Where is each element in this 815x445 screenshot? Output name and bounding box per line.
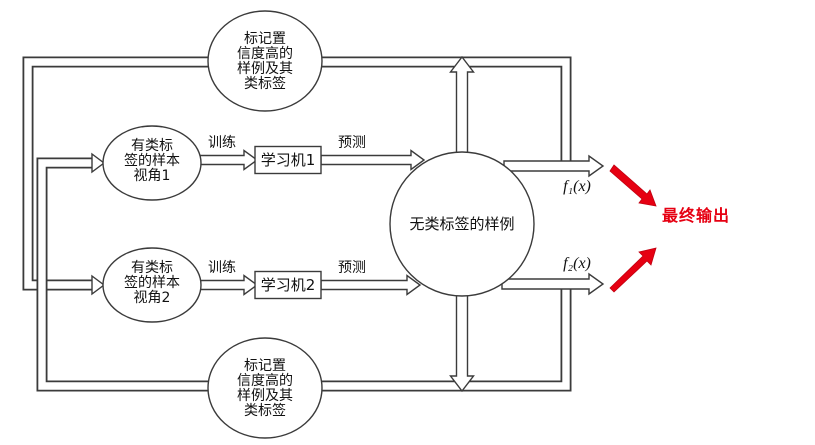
final-arrow-lower bbox=[609, 247, 657, 293]
feedback-arrowhead-view1 bbox=[91, 152, 106, 174]
output-arrow-f2 bbox=[501, 272, 605, 296]
train-label-1: 训练 bbox=[208, 135, 236, 151]
f2-output-label: f₂(x) bbox=[563, 255, 591, 272]
unlabeled-pool-circle bbox=[389, 151, 535, 297]
predict-label-2: 预测 bbox=[338, 260, 366, 276]
view2-label: 有类标 签的样本 视角2 bbox=[124, 260, 180, 306]
pool-to-bottom-arrow bbox=[449, 294, 475, 393]
bottom-feedback-line1: 标记置 bbox=[244, 358, 286, 374]
bottom-feedback-line2: 信度高的 bbox=[237, 372, 293, 389]
view2-line2: 签的样本 bbox=[124, 274, 180, 291]
view2-line1: 有类标 bbox=[131, 260, 173, 276]
top-feedback-line4: 类标签 bbox=[244, 75, 286, 92]
bottom-feedback-label: 标记置 信度高的 样例及其 类标签 bbox=[237, 358, 293, 419]
predict-label-1: 预测 bbox=[338, 135, 366, 151]
view1-ellipse bbox=[102, 125, 202, 201]
view1-line1: 有类标 bbox=[131, 138, 173, 154]
final-output-label: 最终输出 bbox=[662, 206, 730, 225]
view1-line3: 视角1 bbox=[134, 168, 171, 184]
top-feedback-line1: 标记置 bbox=[244, 31, 286, 47]
learner2-label: 学习机2 bbox=[261, 276, 316, 294]
top-feedback-line2: 信度高的 bbox=[237, 45, 293, 62]
feedback-loop-top bbox=[22, 56, 572, 291]
train-arrow-2 bbox=[199, 274, 259, 296]
view1-label: 有类标 签的样本 视角1 bbox=[124, 138, 180, 184]
predict-arrow-2 bbox=[320, 274, 422, 296]
final-arrow-upper bbox=[609, 164, 657, 207]
view1-line2: 签的样本 bbox=[124, 152, 180, 169]
predict-arrow-1 bbox=[320, 149, 426, 171]
pool-to-top-arrow bbox=[449, 55, 475, 154]
learner2-box bbox=[254, 270, 322, 300]
top-feedback-line3: 样例及其 bbox=[237, 61, 293, 77]
bottom-feedback-line4: 类标签 bbox=[244, 402, 286, 419]
top-feedback-ellipse bbox=[207, 10, 323, 112]
top-feedback-path-fill bbox=[24, 58, 570, 289]
output-arrow-f1 bbox=[503, 154, 605, 178]
view2-ellipse bbox=[102, 247, 202, 323]
train-label-2: 训练 bbox=[208, 260, 236, 276]
feedback-loop-bottom bbox=[36, 157, 572, 392]
bottom-feedback-line3: 样例及其 bbox=[237, 388, 293, 404]
top-feedback-label: 标记置 信度高的 样例及其 类标签 bbox=[237, 31, 293, 92]
bottom-feedback-path-fill bbox=[38, 159, 570, 390]
feedback-arrowhead-view2 bbox=[91, 274, 106, 296]
learner1-label: 学习机1 bbox=[261, 151, 316, 169]
bottom-feedback-ellipse bbox=[207, 337, 323, 439]
train-arrow-1 bbox=[199, 149, 259, 171]
unlabeled-pool-label: 无类标签的样例 bbox=[409, 215, 514, 233]
learner1-box bbox=[254, 145, 322, 175]
view2-line3: 视角2 bbox=[134, 290, 171, 306]
f1-output-label: f₁(x) bbox=[563, 178, 591, 195]
